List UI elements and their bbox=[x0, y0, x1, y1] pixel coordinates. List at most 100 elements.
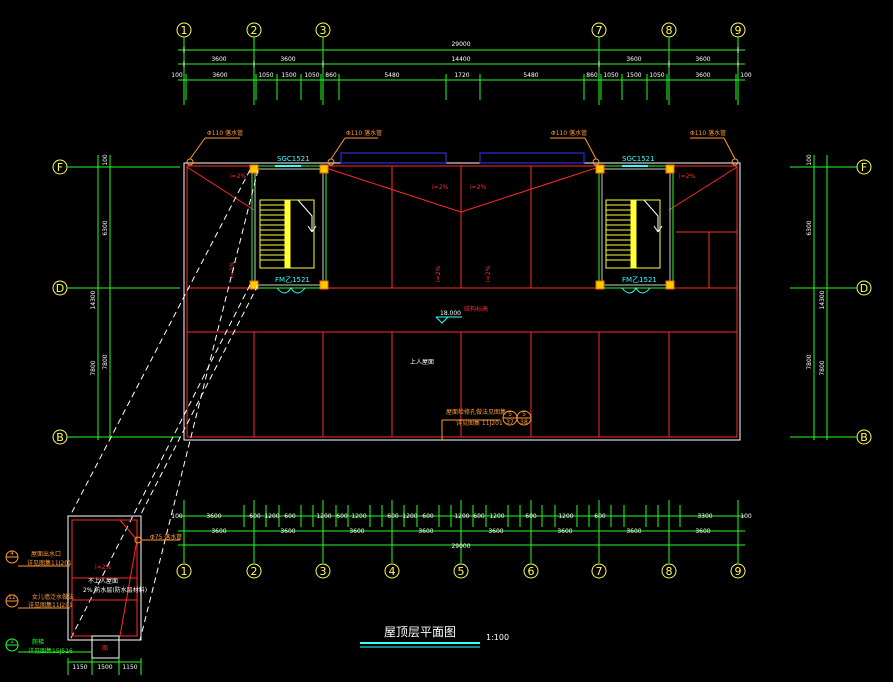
svg-text:3: 3 bbox=[320, 24, 327, 37]
svg-text:5480: 5480 bbox=[384, 72, 399, 79]
svg-text:3600: 3600 bbox=[280, 56, 295, 63]
axis-bubble-top-2: 2 bbox=[246, 22, 262, 38]
bottom-axis-bubbles: 1 2 3 4 5 6 7 8 9 bbox=[176, 563, 746, 579]
svg-text:600: 600 bbox=[336, 513, 348, 520]
svg-text:7800: 7800 bbox=[819, 360, 826, 375]
svg-text:1050: 1050 bbox=[649, 72, 664, 79]
svg-text:i=2%: i=2% bbox=[230, 173, 247, 180]
svg-text:7800: 7800 bbox=[806, 354, 813, 369]
svg-text:1: 1 bbox=[181, 24, 188, 37]
svg-text:1200: 1200 bbox=[489, 513, 504, 520]
svg-text:爬梯: 爬梯 bbox=[32, 638, 44, 646]
svg-text:600: 600 bbox=[473, 513, 485, 520]
svg-text:1500: 1500 bbox=[281, 72, 296, 79]
svg-text:i=2%: i=2% bbox=[679, 173, 696, 180]
top-dimension-lines bbox=[178, 47, 745, 100]
svg-text:100: 100 bbox=[806, 154, 813, 166]
axis-bubble-bottom-4: 4 bbox=[384, 563, 400, 579]
svg-text:1200: 1200 bbox=[351, 513, 366, 520]
axis-bubble-top-7: 7 bbox=[591, 22, 607, 38]
svg-text:600: 600 bbox=[387, 513, 399, 520]
side-dimension-texts: 100 6300 14300 7800 7800 100 6300 14300 … bbox=[90, 154, 826, 376]
svg-text:详见图集15J516: 详见图集15J516 bbox=[28, 647, 73, 655]
svg-text:860: 860 bbox=[586, 72, 598, 79]
axis-bubble-bottom-1: 1 bbox=[176, 563, 192, 579]
drawing-scale: 1:100 bbox=[486, 633, 509, 642]
svg-text:3600: 3600 bbox=[206, 513, 221, 520]
svg-text:1150: 1150 bbox=[122, 664, 137, 671]
svg-text:1720: 1720 bbox=[454, 72, 469, 79]
svg-text:3600: 3600 bbox=[695, 528, 710, 535]
svg-text:9: 9 bbox=[735, 24, 742, 37]
svg-text:不上人屋面: 不上人屋面 bbox=[88, 577, 118, 585]
svg-text:38: 38 bbox=[520, 419, 528, 426]
svg-text:29000: 29000 bbox=[451, 41, 470, 48]
left-axis-bubbles: F D B bbox=[52, 159, 68, 445]
svg-text:F: F bbox=[861, 161, 867, 174]
svg-text:9: 9 bbox=[735, 565, 742, 578]
axis-bubble-top-3: 3 bbox=[315, 22, 331, 38]
svg-text:7800: 7800 bbox=[102, 354, 109, 369]
svg-text:i=2%: i=2% bbox=[95, 564, 112, 571]
svg-text:4: 4 bbox=[389, 565, 396, 578]
slope-labels: i=2% i=2% i=2% i=2% i=2% i=2% i=2% bbox=[229, 173, 696, 282]
axis-bubble-right-F: F bbox=[856, 159, 872, 175]
elevation-marker: 18.000 结构标高 bbox=[435, 305, 488, 324]
svg-text:600: 600 bbox=[525, 513, 537, 520]
svg-text:6: 6 bbox=[528, 565, 535, 578]
axis-bubble-right-D: D bbox=[856, 280, 872, 296]
axis-bubble-left-F: F bbox=[52, 159, 68, 175]
drain-label-left2: Φ110 落水管 bbox=[346, 129, 382, 137]
svg-text:18.000: 18.000 bbox=[440, 310, 461, 317]
door-label-left: FM乙1521 bbox=[275, 276, 310, 284]
top-dimension-texts: 29000 3600 3600 14400 3600 3600 100 3600… bbox=[171, 41, 752, 79]
stair-right-treads bbox=[605, 199, 661, 269]
svg-text:12: 12 bbox=[8, 594, 16, 601]
svg-text:3600: 3600 bbox=[695, 56, 710, 63]
svg-text:详见图集11J201: 详见图集11J201 bbox=[28, 601, 73, 609]
svg-text:3600: 3600 bbox=[212, 72, 227, 79]
svg-text:5: 5 bbox=[508, 411, 512, 418]
svg-text:4: 4 bbox=[10, 550, 14, 557]
stair-right bbox=[595, 164, 675, 294]
svg-text:100: 100 bbox=[171, 513, 183, 520]
window-label-left: SGC1521 bbox=[277, 155, 310, 163]
svg-text:3600: 3600 bbox=[626, 56, 641, 63]
svg-text:1150: 1150 bbox=[72, 664, 87, 671]
axis-bubble-bottom-8: 8 bbox=[661, 563, 677, 579]
svg-text:3600: 3600 bbox=[695, 72, 710, 79]
svg-text:3600: 3600 bbox=[211, 56, 226, 63]
svg-text:1200: 1200 bbox=[316, 513, 331, 520]
svg-text:100: 100 bbox=[171, 72, 183, 79]
svg-text:2% 防水层(防水层材料): 2% 防水层(防水层材料) bbox=[83, 586, 147, 594]
axis-bubble-bottom-6: 6 bbox=[523, 563, 539, 579]
svg-text:14400: 14400 bbox=[451, 56, 470, 63]
svg-text:B: B bbox=[860, 431, 868, 444]
drain-label-left: Φ110 落水管 bbox=[207, 129, 243, 137]
svg-text:屋面检修孔做法见图集: 屋面检修孔做法见图集 bbox=[446, 408, 506, 416]
svg-text:1050: 1050 bbox=[258, 72, 273, 79]
svg-text:8: 8 bbox=[666, 565, 673, 578]
svg-text:1: 1 bbox=[10, 638, 14, 645]
bottom-dimension-texts: 100 3600 600 1200 600 1200 600 1200 600 … bbox=[171, 513, 752, 550]
svg-text:3600: 3600 bbox=[488, 528, 503, 535]
svg-text:Φ75 落水管: Φ75 落水管 bbox=[150, 533, 182, 541]
drain-label-right2: Φ110 落水管 bbox=[690, 129, 726, 137]
drain-labels: Φ110 落水管 Φ110 落水管 Φ110 落水管 Φ110 落水管 bbox=[207, 129, 726, 137]
svg-text:6300: 6300 bbox=[806, 220, 813, 235]
axis-bubble-bottom-5: 5 bbox=[453, 563, 469, 579]
svg-text:37: 37 bbox=[506, 419, 514, 426]
svg-text:2: 2 bbox=[251, 565, 258, 578]
axis-bubble-top-1: 1 bbox=[176, 22, 192, 38]
svg-text:6300: 6300 bbox=[102, 220, 109, 235]
svg-text:3300: 3300 bbox=[697, 513, 712, 520]
svg-text:D: D bbox=[56, 282, 64, 295]
svg-text:1500: 1500 bbox=[97, 664, 112, 671]
svg-text:14300: 14300 bbox=[819, 290, 826, 309]
detail-references: 4 屋面出水口 详见图集11J201 12 女儿墙泛水做法 详见图集11J201… bbox=[5, 550, 92, 655]
svg-text:屋面出水口: 屋面出水口 bbox=[31, 550, 61, 558]
svg-text:详见图集11J201: 详见图集11J201 bbox=[27, 559, 72, 567]
svg-text:i=2%: i=2% bbox=[470, 184, 487, 191]
drawing-title: 屋顶层平面图 bbox=[384, 625, 456, 639]
